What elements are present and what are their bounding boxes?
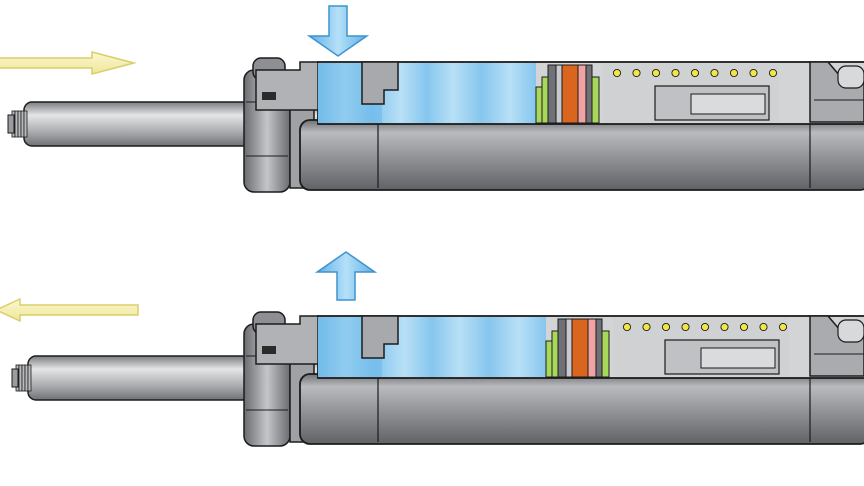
cylinder-barrel	[299, 373, 864, 445]
spring-guide-inner	[690, 93, 766, 115]
spring-coil	[632, 68, 641, 78]
piston-seal	[541, 76, 549, 124]
piston-seal	[535, 86, 543, 124]
spring-coil	[739, 322, 749, 332]
piston-seal	[561, 64, 579, 124]
spring-coil	[651, 68, 661, 78]
piston-seal	[555, 64, 563, 124]
rod-tip	[7, 114, 15, 134]
piston-seal	[571, 318, 589, 378]
piston-seal	[551, 330, 559, 378]
spring-coil	[729, 68, 739, 78]
air-inlet-arrow-down-icon	[306, 5, 370, 57]
piston-seal	[557, 318, 567, 378]
motion-arrow-right-icon	[0, 51, 137, 75]
spring-coil	[671, 68, 680, 78]
piston-seal	[565, 318, 573, 378]
rear-port	[837, 65, 864, 89]
piston-seal	[585, 64, 593, 124]
piston-seal	[595, 318, 603, 378]
rod-thread	[24, 364, 29, 392]
piston-seal	[601, 330, 610, 378]
spring-coil	[749, 68, 758, 78]
compressed-air-chamber	[318, 317, 546, 377]
spring-coil	[778, 322, 788, 332]
cylinder-retract	[11, 311, 864, 447]
spring-coil	[661, 322, 671, 332]
spring-coil	[768, 68, 778, 78]
spring-coil	[622, 322, 632, 332]
spring-coil	[720, 322, 729, 332]
piston-seal	[577, 64, 587, 124]
rod-thread	[27, 364, 32, 392]
rear-port	[837, 319, 864, 343]
rod-thread	[21, 364, 26, 392]
spring-coil	[612, 68, 622, 78]
rod-thread	[14, 110, 19, 138]
spring-coil	[759, 322, 768, 332]
rod-thread	[18, 364, 23, 392]
piston-seal	[547, 64, 557, 124]
piston-seal	[587, 318, 597, 378]
rod-thread	[23, 110, 28, 138]
spring-guide-inner	[700, 347, 776, 369]
piston-seal	[545, 340, 553, 378]
spring-coil	[700, 322, 710, 332]
spring-coil	[690, 68, 700, 78]
spring-coil	[681, 322, 690, 332]
rod-seal	[262, 92, 276, 100]
rod-thread	[17, 110, 22, 138]
cylinder-extend	[7, 57, 864, 193]
piston-seal	[591, 76, 600, 124]
rod-thread	[20, 110, 25, 138]
spring-coil	[710, 68, 719, 78]
motion-arrow-left-icon	[0, 297, 139, 323]
rod-tip	[11, 368, 19, 388]
air-exhaust-arrow-up-icon	[314, 251, 378, 301]
guide-bushing	[361, 61, 399, 105]
spring-coil	[642, 322, 651, 332]
compressed-air-chamber	[318, 63, 536, 123]
guide-bushing	[361, 315, 399, 359]
cylinder-barrel	[299, 119, 864, 191]
rod-seal	[262, 346, 276, 354]
